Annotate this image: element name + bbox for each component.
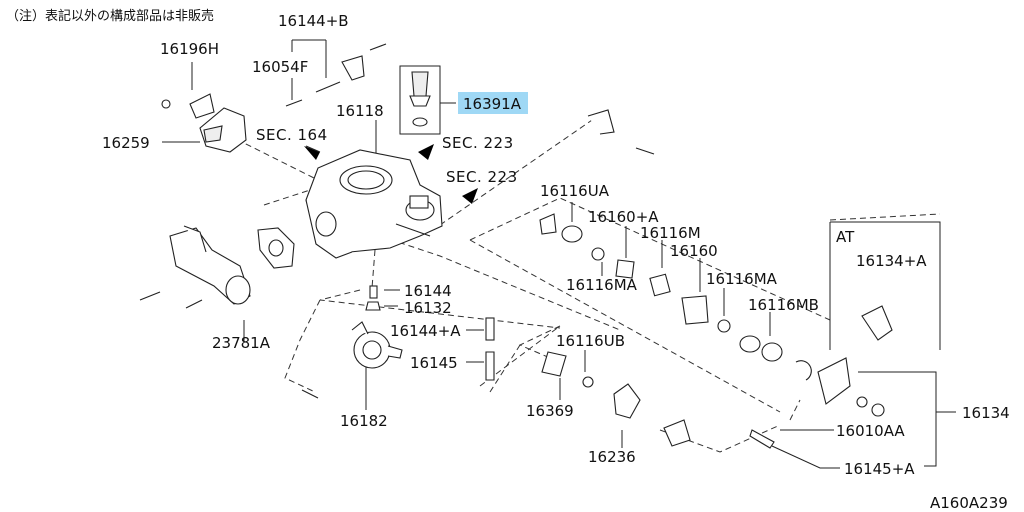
part-16182[interactable]: 16182 [340, 412, 388, 430]
part-16236[interactable]: 16236 [588, 448, 636, 466]
part-16116ma-right[interactable]: 16116MA [706, 270, 778, 288]
part-16144[interactable]: 16144 [404, 282, 452, 300]
actuator-23781a-illustration [139, 225, 251, 309]
part-16145a[interactable]: 16145+A [844, 460, 915, 478]
leader-lines [162, 39, 956, 469]
screws-springs-illustration [285, 43, 655, 381]
at-box-label: AT [836, 228, 855, 246]
part-16116ma-left[interactable]: 16116MA [566, 276, 638, 294]
header-note: （注）表記以外の構成部品は非販売 [6, 8, 214, 24]
throttle-body-illustration [305, 149, 443, 259]
at-box [829, 221, 941, 350]
part-16144a[interactable]: 16144+A [390, 322, 461, 340]
part-16145[interactable]: 16145 [410, 354, 458, 372]
direction-arrows [304, 144, 478, 204]
idle-control-valve-16182-illustration [301, 321, 403, 399]
part-16010aa[interactable]: 16010AA [836, 422, 905, 440]
part-16116mb[interactable]: 16116MB [748, 296, 819, 314]
part-16144b[interactable]: 16144+B [278, 12, 349, 30]
throttle-position-sensor-illustration [161, 93, 247, 153]
part-16134a[interactable]: 16134+A [856, 252, 927, 270]
highlight-box [458, 92, 528, 114]
gasket-illustration [257, 227, 295, 269]
sec-223-top-link[interactable]: SEC. 223 [442, 134, 514, 152]
part-16116ub[interactable]: 16116UB [556, 332, 625, 350]
sec-164-link[interactable]: SEC. 164 [256, 126, 328, 144]
part-16132[interactable]: 16132 [404, 299, 452, 317]
sec-223-mid-link[interactable]: SEC. 223 [446, 168, 518, 186]
part-23781a[interactable]: 23781A [212, 334, 271, 352]
part-16369[interactable]: 16369 [526, 402, 574, 420]
part-16118[interactable]: 16118 [336, 102, 384, 120]
part-16160a[interactable]: 16160+A [588, 208, 659, 226]
figure-id: A160A239 [930, 494, 1008, 512]
part-16196h[interactable]: 16196H [160, 40, 219, 58]
sensor-16391a-illustration [399, 65, 441, 135]
part-16134[interactable]: 16134 [962, 404, 1010, 422]
part-16116m[interactable]: 16116M [640, 224, 701, 242]
part-16160[interactable]: 16160 [670, 242, 718, 260]
linkage-parts-illustration [539, 109, 893, 449]
part-16259[interactable]: 16259 [102, 134, 150, 152]
part-16391a[interactable]: 16391A [463, 95, 522, 113]
part-16116ua[interactable]: 16116UA [540, 182, 610, 200]
part-16054f[interactable]: 16054F [252, 58, 308, 76]
